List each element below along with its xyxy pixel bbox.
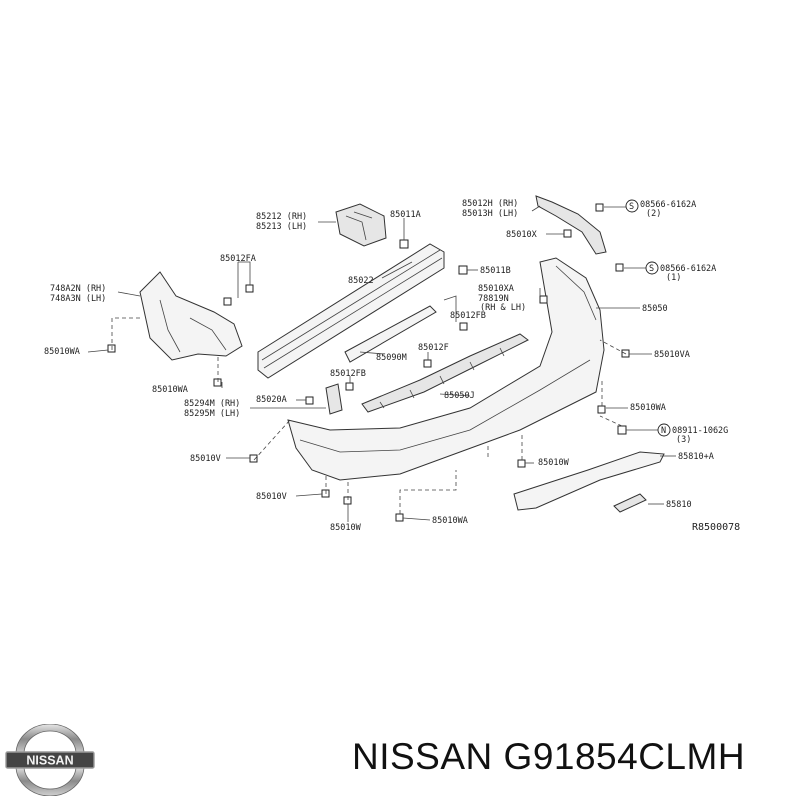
label: 85810+A: [678, 452, 714, 462]
svg-text:S: S: [649, 264, 654, 274]
label: 85010V: [256, 492, 287, 502]
label: 85012F: [418, 343, 449, 353]
label: 85020A: [256, 395, 287, 405]
label: 85010VA: [654, 350, 690, 360]
bolt-marker-n-icon: [657, 423, 671, 437]
dashed-lines: [111, 317, 627, 514]
label: 85212 (RH): [256, 212, 307, 222]
label: 85050: [642, 304, 668, 314]
bracket-85294M: [325, 383, 343, 415]
label: 748A2N (RH): [50, 284, 106, 294]
svg-text:N: N: [661, 426, 666, 436]
svg-text:S: S: [629, 202, 634, 212]
energy-absorber: [344, 305, 437, 363]
lower-retainer: [361, 333, 529, 413]
label: 85013H (LH): [462, 209, 518, 219]
label: 08566-6162A: [660, 264, 716, 274]
label: 08911-1062G: [672, 426, 728, 436]
label: 85010WA: [432, 516, 468, 526]
label: 85012FA: [220, 254, 256, 264]
bracket-85212: [335, 203, 387, 247]
label: 08566-6162A: [640, 200, 696, 210]
label: 85010W: [538, 458, 570, 468]
label: 85012FB: [450, 311, 486, 321]
label: 85010WA: [152, 385, 188, 395]
nissan-logo-icon: NISSAN: [5, 724, 95, 796]
label: 85810: [666, 500, 692, 510]
bolt-marker-s-icon: [645, 261, 659, 275]
label: 85011A: [390, 210, 421, 220]
svg-text:NISSAN: NISSAN: [26, 754, 73, 768]
label: 85012FB: [330, 369, 366, 379]
label: 85010W: [330, 523, 362, 533]
brand-part-number: NISSAN G91854CLMH: [352, 736, 746, 777]
label: 85295M (LH): [184, 409, 240, 419]
label: (RH & LH): [480, 303, 526, 313]
label: 748A3N (LH): [50, 294, 106, 304]
label: 85010XA: [478, 284, 514, 294]
diagram-ref: R8500078: [692, 522, 740, 533]
part-labels: 85212 (RH) 85213 (LH) 85011A 85012H (RH)…: [44, 199, 740, 533]
label: 85090M: [376, 353, 407, 363]
label: 85010X: [506, 230, 538, 240]
side-bracket-748A2N: [139, 271, 243, 361]
leader-lines: [87, 205, 676, 522]
label: 85050J: [444, 391, 475, 401]
label: 85010WA: [630, 403, 666, 413]
bumper-reinforcement: [257, 243, 445, 379]
label: 85022: [348, 276, 374, 286]
label: 85010WA: [44, 347, 80, 357]
label: (3): [676, 435, 691, 445]
label: (2): [646, 209, 661, 219]
label: 85012H (RH): [462, 199, 518, 209]
bolt-marker-s-icon: [625, 199, 639, 213]
side-retainer-85012H: [535, 195, 607, 255]
label: (1): [666, 273, 681, 283]
bumper-fascia: [287, 257, 605, 481]
label: 85294M (RH): [184, 399, 240, 409]
reflector: [613, 493, 647, 513]
label: 85011B: [480, 266, 511, 276]
label: 85213 (LH): [256, 222, 307, 232]
label: 78819N: [478, 294, 509, 304]
label: 85010V: [190, 454, 221, 464]
diffuser: [513, 451, 665, 511]
